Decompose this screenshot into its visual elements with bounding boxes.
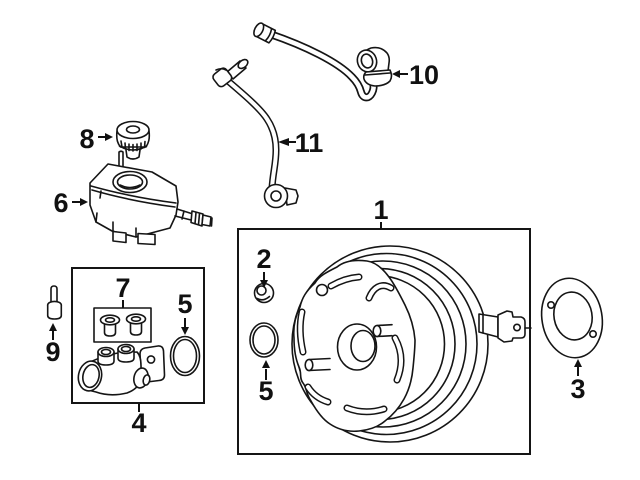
master-cylinder-box — [71, 267, 205, 404]
booster-slots — [296, 273, 405, 416]
vacuum-hose-icon — [253, 22, 393, 102]
callout-labels: 1 2 3 4 5 5 6 7 8 9 10 11 — [45, 60, 585, 438]
callout-5a-label: 5 — [258, 376, 273, 406]
grommet-icon — [125, 313, 147, 336]
grommet-small-icon — [253, 282, 275, 304]
callout-8-label: 8 — [79, 124, 94, 154]
reservoir-cap-icon — [115, 120, 151, 160]
callout-7-label: 7 — [115, 273, 130, 303]
booster-box — [237, 228, 532, 455]
callout-leaders — [49, 70, 582, 412]
callout-9-label: 9 — [45, 337, 60, 367]
bleeder-fitting-icon — [46, 285, 63, 320]
callout-3-label: 3 — [570, 374, 585, 404]
o-ring-icon — [169, 335, 201, 377]
callout-11-label: 11 — [295, 128, 324, 158]
gasket-icon — [540, 277, 604, 359]
booster-studs — [304, 323, 393, 372]
tube-end-eyelet — [263, 183, 299, 209]
brake-booster-icon — [291, 245, 532, 443]
callout-1-label: 1 — [373, 195, 388, 225]
callout-4-label: 4 — [131, 408, 146, 438]
callout-6-label: 6 — [53, 188, 68, 218]
grommet-icon — [99, 314, 121, 337]
callout-5b-label: 5 — [177, 289, 192, 319]
booster-pushrod — [478, 310, 532, 343]
callout-10-label: 10 — [409, 60, 439, 90]
o-ring-icon — [249, 322, 279, 358]
fluid-reservoir-icon — [89, 150, 213, 246]
vacuum-tube-icon — [212, 58, 299, 209]
master-cylinder-icon — [77, 343, 166, 396]
tube-top-fitting — [212, 58, 249, 88]
callout-2-label: 2 — [256, 244, 271, 274]
